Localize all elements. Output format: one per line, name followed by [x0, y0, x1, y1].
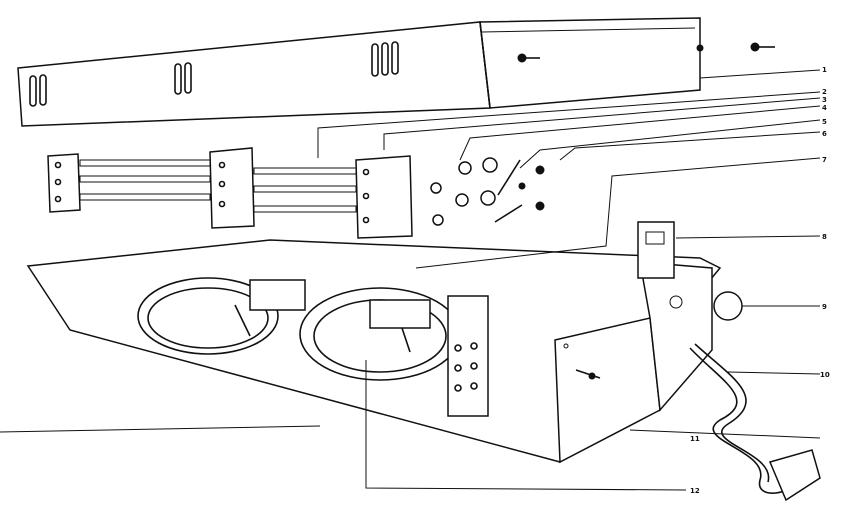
terminal-hardware — [430, 157, 545, 226]
callout-6: 6 — [822, 130, 827, 138]
leader-lines — [0, 69, 821, 491]
heating-element-assembly — [47, 147, 413, 239]
callout-11: 11 — [690, 435, 700, 443]
heating-coils — [79, 159, 357, 213]
callout-labels: 1 2 3 4 5 6 7 8 9 10 11 12 — [690, 66, 830, 495]
callout-3: 3 — [822, 96, 827, 104]
cover-louvers — [29, 41, 399, 107]
callout-12: 12 — [690, 487, 700, 495]
callout-5: 5 — [822, 118, 827, 126]
callout-2: 2 — [822, 88, 827, 96]
callout-7: 7 — [822, 156, 827, 164]
chassis-base — [26, 239, 722, 464]
callout-8: 8 — [822, 233, 827, 241]
top-cover — [17, 17, 775, 127]
callout-9: 9 — [822, 303, 827, 311]
thermostat-switch — [637, 221, 675, 279]
side-bracket — [563, 343, 601, 380]
power-cord — [689, 343, 821, 502]
motor-bracket — [249, 279, 489, 417]
fan-left — [137, 277, 279, 355]
callout-1: 1 — [822, 66, 827, 74]
callout-10: 10 — [820, 371, 830, 379]
mounting-holes — [54, 161, 370, 224]
cover-screw — [517, 42, 775, 63]
bracket-holes — [454, 342, 478, 392]
callout-4: 4 — [822, 104, 827, 112]
